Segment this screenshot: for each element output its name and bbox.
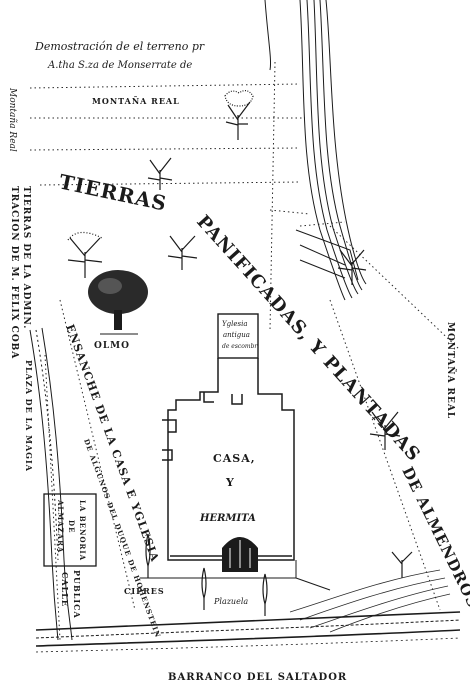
ravine-top-right <box>264 0 367 301</box>
tree-right-upper <box>337 249 367 285</box>
plazuela-boundary <box>140 560 331 591</box>
map-title-line-2: A.tha S.za de Monserrate de <box>47 60 192 71</box>
label-olmo: OLMO <box>94 341 130 351</box>
label-tierras: TIERRAS <box>57 169 169 215</box>
label-montana-real-top: MONTAÑA REAL <box>92 96 180 106</box>
label-plazuela: Plazuela <box>213 597 248 606</box>
almazara-building <box>43 493 97 567</box>
olmo-tree <box>88 270 148 335</box>
barranco-stream <box>35 611 461 653</box>
label-almazara-1: ALMAZARA <box>56 499 65 553</box>
left-margin-note-tracion: TRACION DE M. FELIX COBA <box>9 186 19 359</box>
cypress-tree-left <box>145 533 151 578</box>
slope-hatching <box>289 569 451 633</box>
label-ensanche: ENSANCHE DE LA CASA E YGLESIA <box>63 323 161 564</box>
label-almazara-2: DE <box>67 520 76 533</box>
label-iglesia-2: antigua <box>223 331 250 339</box>
tree-bottom-right <box>391 551 413 578</box>
map-title-line-1: Demostración de el terreno pr <box>34 40 205 53</box>
hermita-portal <box>222 537 258 572</box>
label-almazara-3: LA BENORIA <box>78 500 87 561</box>
left-margin-note-tierras: TIERRAS DE LA ADMIN. <box>21 186 31 329</box>
field-boundaries <box>29 61 461 641</box>
label-iglesia-1: Yglesia <box>222 320 248 328</box>
label-publica: PUBLICA <box>72 570 82 619</box>
tree-right-lower <box>369 411 401 450</box>
label-barranco: BARRANCO DEL SALTADOR <box>168 672 347 683</box>
label-hermita: HERMITA <box>199 513 256 524</box>
tree-left-middle <box>67 231 103 278</box>
left-margin-note-plaza: PLAZA DE LA MAGIA <box>24 360 34 472</box>
left-margin-note-montana: Montaña Real <box>7 87 17 152</box>
label-y: Y <box>225 476 235 489</box>
label-montana-real-right: MONTAÑA REAL <box>445 322 457 419</box>
tree-center <box>167 235 198 270</box>
label-iglesia-3: de escombr <box>222 343 258 350</box>
cypress-tree-center <box>201 567 207 610</box>
label-cipres: CIPRES <box>124 586 165 596</box>
iglesia-annex <box>217 313 259 359</box>
tree-left-upper <box>147 157 173 190</box>
calle-publica-road <box>29 327 73 641</box>
tree-top-center <box>224 90 254 140</box>
label-casa: CASA, <box>213 452 256 465</box>
cypress-tree-right <box>262 573 268 616</box>
label-calle: CALLE <box>60 572 70 607</box>
